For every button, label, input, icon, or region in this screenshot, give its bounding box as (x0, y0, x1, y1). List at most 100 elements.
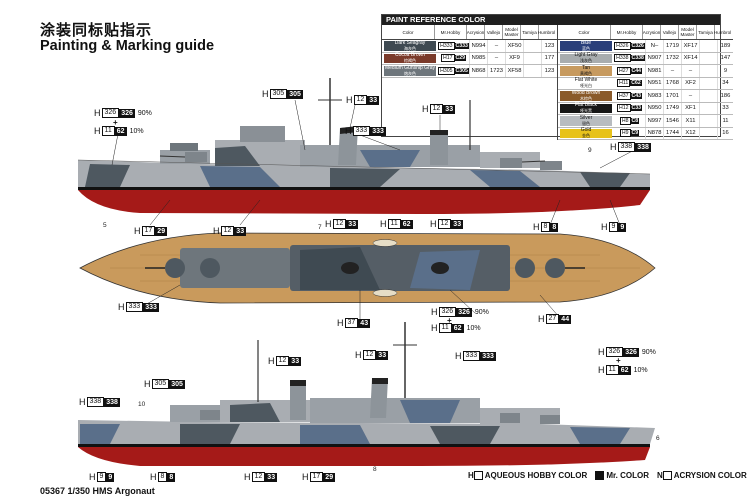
model-master-code: – (682, 90, 700, 102)
ref-number-9: 9 (588, 147, 592, 154)
humbrol-code: 9 (723, 67, 728, 74)
title-english: Painting & Marking guide (40, 38, 215, 54)
black-box-symbol-icon (595, 471, 605, 481)
tamiya-code (700, 90, 718, 102)
vallejo-code: 1744 (664, 127, 682, 139)
model-master-code: XF17 (682, 40, 700, 52)
ref-number-10: 10 (138, 401, 146, 408)
model-master-code: XF58 (506, 65, 524, 77)
model-master-code: – (682, 65, 700, 77)
humbrol-code: 11 (722, 117, 729, 124)
humbrol-code: 123 (544, 42, 555, 49)
model-master-code: X11 (682, 115, 700, 127)
plus-sign: + (113, 118, 118, 127)
paint-table-header: Color Mr.Hobby Acrysion Vallejo Model Ma… (558, 25, 733, 40)
ref-number-6: 6 (656, 435, 660, 442)
title-chinese: 涂装同标贴指示 (40, 21, 153, 39)
humbrol-code: 123 (544, 67, 555, 74)
vallejo-code: 1719 (664, 40, 682, 52)
tamiya-code (524, 65, 542, 77)
model-master-code: XF14 (682, 52, 700, 64)
paint-table-left: Color Mr.Hobby Acrysion Vallejo Model Ma… (382, 25, 558, 140)
humbrol-code: 34 (722, 80, 729, 87)
acrysion-code: N– (646, 40, 664, 52)
vallejo-code: 1732 (664, 52, 682, 64)
box-symbol-icon (473, 471, 483, 481)
box-symbol-icon (662, 471, 672, 481)
vallejo-code: 1768 (664, 77, 682, 89)
vallejo-code: 1749 (664, 102, 682, 114)
tamiya-code (700, 65, 718, 77)
ref-number-7: 7 (318, 224, 322, 231)
paint-table-title: PAINT REFERENCE COLOR (382, 15, 720, 25)
model-master-code: X12 (682, 127, 700, 139)
model-master-code: XF2 (682, 77, 700, 89)
vallejo-code: – (488, 52, 506, 64)
legend-mr-color: Mr. COLOR (595, 471, 649, 481)
ship-side-view-bottom (78, 322, 655, 466)
plus-sign: + (447, 316, 452, 325)
tamiya-code (700, 115, 718, 127)
tamiya-code (524, 40, 542, 52)
humbrol-code: 16 (722, 130, 729, 137)
model-master-code: XF50 (506, 40, 524, 52)
plus-sign: + (616, 356, 621, 365)
ref-number-5: 5 (103, 222, 107, 229)
tamiya-code (700, 40, 718, 52)
